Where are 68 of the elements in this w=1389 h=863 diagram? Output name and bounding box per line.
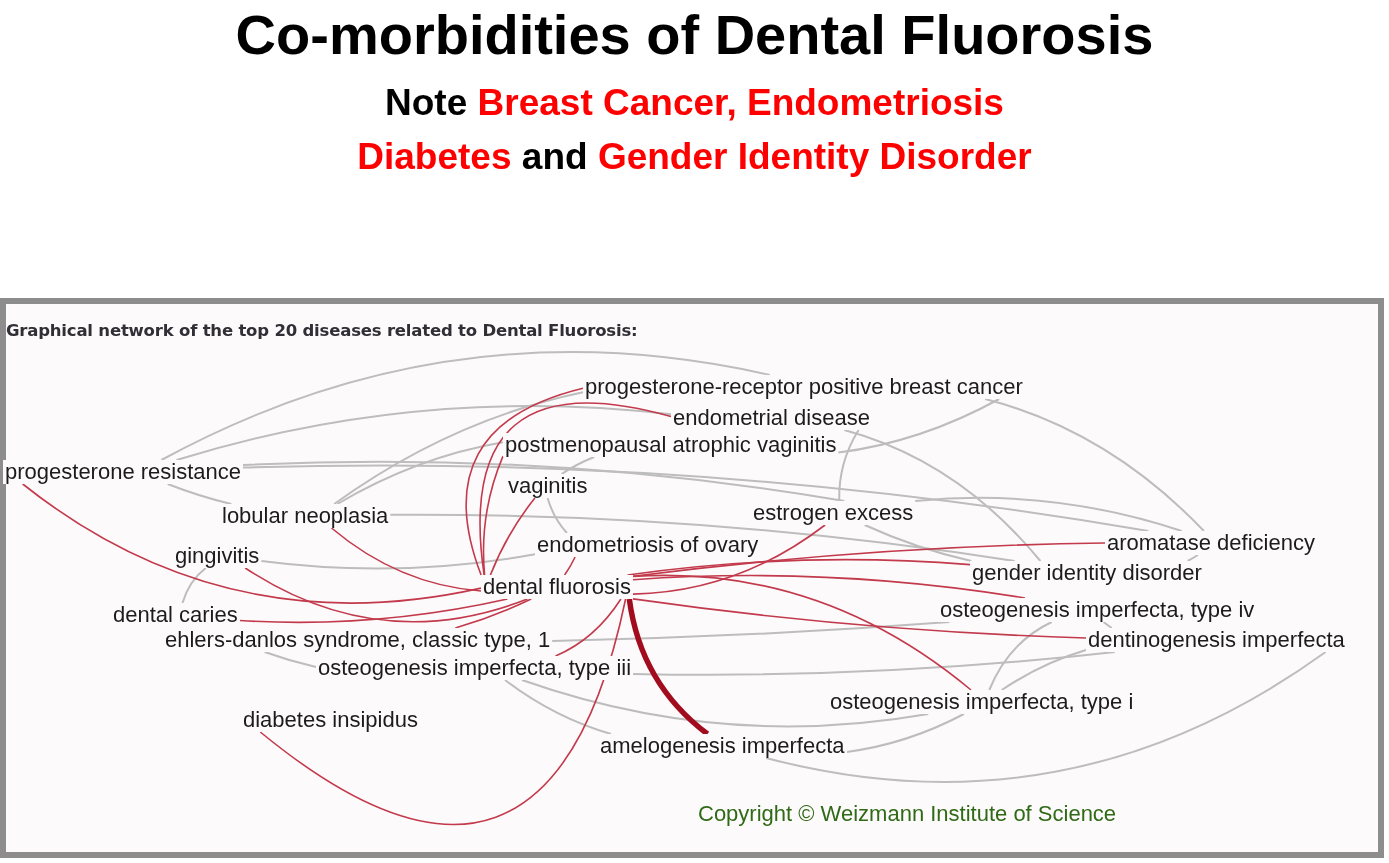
connection-line [489, 497, 536, 576]
connection-line [244, 567, 529, 623]
disease-label: vaginitis [506, 474, 590, 498]
disease-label: amelogenesis imperfecta [598, 734, 847, 758]
disease-label: postmenopausal atrophic vaginitis [503, 433, 839, 457]
connection-line [843, 429, 1042, 562]
disease-label: gender identity disorder [970, 561, 1204, 585]
connection-line [554, 598, 622, 657]
connection-line [465, 387, 584, 576]
connection-line [181, 567, 207, 604]
connection-line [626, 598, 710, 737]
copyright-notice: Copyright © Weizmann Institute of Science [698, 801, 1117, 827]
panel-heading: Graphical network of the top 20 diseases related to Dental Fluorosis: [6, 321, 638, 341]
connection-line [333, 391, 584, 505]
connection-line [988, 621, 1053, 691]
connection-line [242, 460, 846, 502]
connection-line [166, 483, 233, 505]
connection-line [21, 483, 482, 604]
connection-line [239, 598, 509, 624]
connection-line [632, 598, 1087, 639]
connection-line [632, 524, 826, 595]
connection-line [263, 651, 317, 668]
disease-label: estrogen excess [751, 501, 916, 525]
disease-label: progesterone-receptor positive breast cancer [583, 375, 1025, 399]
connection-line [984, 398, 1205, 532]
connection-line [632, 574, 1026, 599]
connection-line [632, 651, 1116, 676]
connection-line [330, 527, 482, 592]
disease-label: diabetes insipidus [241, 708, 420, 732]
disease-label: dental fluorosis [481, 575, 633, 599]
title: Co-morbidities of Dental Fluorosis [235, 3, 1154, 67]
disease-label: dentinogenesis imperfecta [1086, 628, 1347, 652]
connection-line [845, 713, 965, 753]
connection-line [389, 513, 1016, 562]
connection-line [521, 679, 930, 728]
connection-line [259, 598, 627, 825]
connection-line [1186, 554, 1199, 562]
disease-label: lobular neoplasia [220, 504, 391, 528]
connection-line [479, 402, 672, 576]
connection-line [551, 621, 951, 642]
connection-line [160, 351, 771, 461]
connection-line [632, 542, 1106, 578]
connection-line [560, 456, 596, 475]
connection-line [626, 558, 971, 576]
connection-line [765, 651, 1327, 783]
disease-label: aromatase deficiency [1105, 531, 1317, 555]
disease-label: gingivitis [173, 544, 262, 568]
connection-line [482, 455, 504, 576]
connection-line [837, 398, 1001, 454]
connection-line [1000, 649, 1087, 691]
connection-line [175, 405, 672, 461]
connection-line [260, 553, 536, 570]
disease-label: endometrial disease [671, 406, 872, 430]
connection-line [454, 598, 532, 629]
disease-label: osteogenesis imperfecta, type iv [938, 598, 1257, 622]
connection-line [863, 524, 973, 562]
disease-label: endometriosis of ovary [535, 533, 761, 557]
connection-line [563, 556, 576, 576]
connection-line [1102, 621, 1113, 629]
connection-line [838, 429, 860, 502]
connection-line [632, 574, 972, 691]
connection-line [242, 464, 1150, 532]
connection-line [336, 441, 504, 505]
connection-line [914, 496, 1183, 532]
disease-label: ehlers-danlos syndrome, classic type, 1 [163, 628, 553, 652]
connection-line [504, 679, 612, 735]
subtitle-note: Note Breast Cancer, Endometriosis Diabetes and Gender Identity Disorder [356, 81, 1033, 179]
connection-line [546, 497, 568, 534]
